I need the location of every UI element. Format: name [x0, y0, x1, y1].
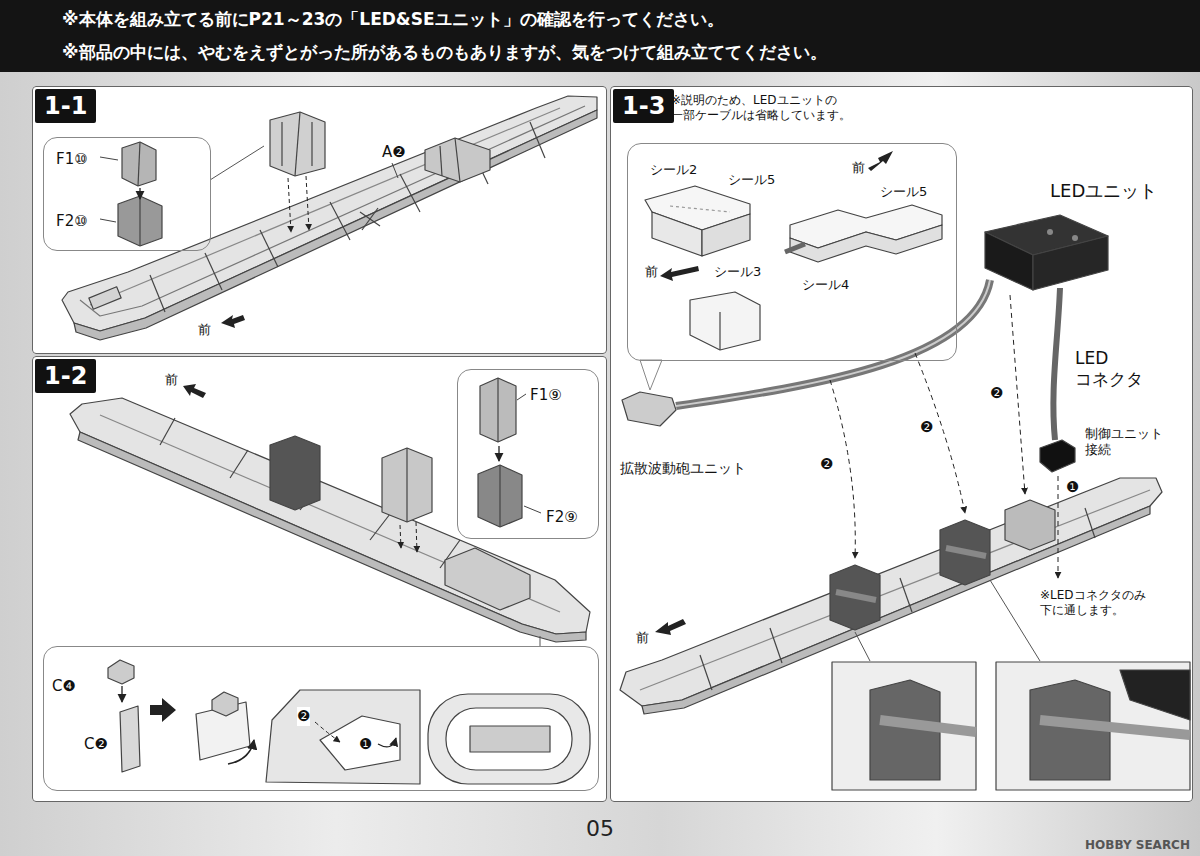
callout-number: ❷ — [990, 384, 1003, 403]
step-number: 1-3 — [613, 89, 674, 123]
unit-label: LED コネクタ — [1075, 348, 1159, 391]
front-mark: 前 — [198, 322, 211, 338]
detail-inset: F1⑩ F2⑩ — [43, 137, 211, 251]
callout-number: ❷ — [297, 707, 310, 726]
unit-label: 制御ユニット 接続 — [1085, 426, 1177, 459]
part-label: F1⑨ — [530, 386, 562, 405]
step-number: 1-2 — [35, 359, 96, 393]
front-mark: 前 — [636, 630, 649, 646]
front-mark: 前 — [852, 160, 865, 176]
note-text: ※部品の中には、やむをえずとがった所があるものもありますが、気をつけて組み立てて… — [62, 42, 827, 63]
unit-label: 拡散波動砲ユニット — [620, 460, 746, 478]
detail-inset: F1⑨ F2⑨ — [457, 369, 599, 539]
note-text: ※本体を組み立てる前にP21～23の「LED&SEユニット」の確認を行ってくださ… — [62, 9, 724, 30]
watermark: HOBBY SEARCH — [1085, 838, 1190, 853]
part-label: C❹ — [52, 677, 76, 696]
sticker-label: シール5 — [880, 184, 927, 200]
callout-number: ❶ — [1066, 478, 1079, 497]
callout-number: ❷ — [920, 418, 933, 437]
detail-inset: シール2シール5前シール3前シール5シール4 — [627, 143, 957, 361]
step-panel: 1-1F1⑩ F2⑩ — [32, 86, 607, 354]
unit-label: LEDユニット — [1050, 180, 1157, 203]
part-label: C❷ — [84, 735, 108, 754]
callout-number: ❶ — [359, 735, 372, 754]
sticker-label: シール3 — [714, 264, 761, 280]
detail-inset: C❹ C❷ ❷ ❶ — [43, 646, 599, 791]
step-number: 1-1 — [35, 89, 96, 123]
step-panel: 1-2F1⑨ F2⑨ C❹ C❷ ❷ ❶ — [32, 356, 607, 802]
front-mark: 前 — [165, 372, 178, 388]
sticker-label: シール2 — [650, 162, 697, 178]
part-label: F1⑩ — [56, 150, 88, 169]
part-label: A❷ — [382, 143, 406, 162]
part-label: F2⑨ — [546, 508, 578, 527]
note-text: ※LEDコネクタのみ 下に通します。 — [1040, 588, 1170, 618]
callout-number: ❷ — [820, 455, 833, 474]
sticker-label: シール4 — [802, 277, 849, 293]
front-mark: 前 — [645, 264, 658, 280]
sticker-label: シール5 — [728, 172, 775, 188]
part-label: F2⑩ — [56, 212, 88, 231]
header-band: ※本体を組み立てる前にP21～23の「LED&SEユニット」の確認を行ってくださ… — [0, 0, 1200, 72]
page-number: 05 — [586, 815, 614, 843]
note-text: ※説明のため、LEDユニットの 一部ケーブルは省略しています。 — [671, 93, 861, 123]
